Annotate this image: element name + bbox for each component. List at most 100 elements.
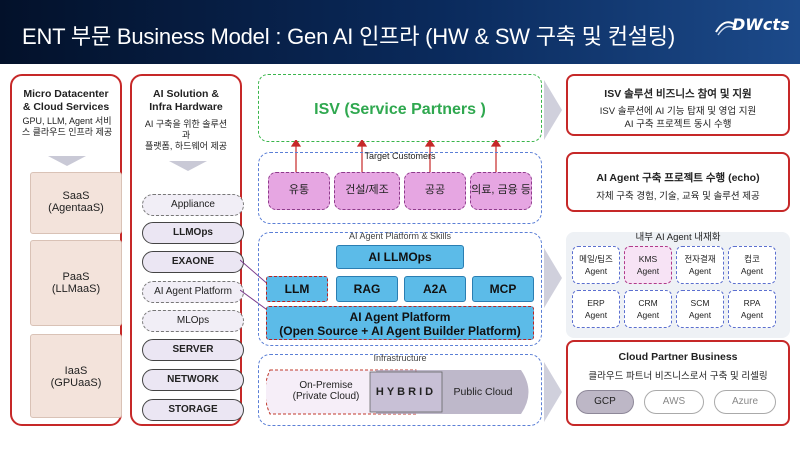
saas-sub: (AgentaaS) — [48, 202, 104, 214]
stack-server: SERVER — [142, 339, 244, 361]
iaas-name: IaaS — [64, 365, 88, 377]
panel-title: Micro Datacenter — [23, 88, 109, 100]
on-premise-label: On-Premise (Private Cloud) — [286, 380, 366, 402]
agent-erp-l2: Agent — [584, 310, 608, 320]
company-logo-text: DWcts — [732, 15, 790, 34]
agent-compco-l1: 컴코 — [744, 254, 760, 264]
isv-business-line1: ISV 솔루션에 AI 기능 탑재 및 영업 지원 — [599, 106, 757, 117]
saas-layer: SaaS (AgentaaS) — [30, 172, 122, 234]
infrastructure-box: Infrastructure — [258, 353, 542, 426]
ai-solution-panel: AI Solution & Infra Hardware AI 구축을 위한 솔… — [130, 74, 244, 426]
micro-datacenter-panel: Micro Datacenter & Cloud Services GPU, L… — [10, 74, 122, 426]
llmops-block: AI LLMOps — [336, 245, 464, 269]
agent-mail-l2: Agent — [584, 266, 608, 276]
company-logo-icon — [715, 21, 735, 36]
skill-a2a: A2A — [404, 276, 466, 302]
agent-rpa-l2: Agent — [740, 310, 764, 320]
ai-agent-platform-block: AI Agent Platform (Open Source + AI Agen… — [266, 306, 534, 340]
down-chevron-icon — [48, 156, 86, 166]
public-cloud-label: Public Cloud — [453, 386, 513, 398]
connector-lines — [240, 259, 271, 313]
agent-project-box: AI Agent 구축 프로젝트 수행 (echo) 자체 구축 경험, 기술,… — [566, 152, 790, 212]
solution-title-2: Infra Hardware — [149, 101, 223, 113]
customer-medical-finance: 의료, 금융 등 — [470, 172, 532, 210]
stack-mlops: MLOps — [142, 310, 244, 332]
partner-gcp: GCP — [576, 390, 634, 414]
platform-skills-label: AI Agent Platform & Skills — [348, 231, 452, 241]
paas-name: PaaS — [62, 271, 90, 283]
agent-compco-l2: Agent — [740, 266, 764, 276]
right-chevron-icon — [544, 362, 562, 422]
target-customers-label: Target Customers — [364, 151, 436, 161]
agent-scm-l2: Agent — [688, 310, 712, 320]
platform-line2: (Open Source + AI Agent Builder Platform… — [279, 324, 521, 338]
agent-crm: CRM Agent — [624, 290, 672, 328]
agent-scm: SCM Agent — [676, 290, 724, 328]
internal-agents-label: 내부 AI Agent 내재화 — [635, 232, 721, 243]
agent-mail: 메일/팀즈 Agent — [572, 246, 620, 284]
platform-line1: AI Agent Platform — [349, 310, 451, 324]
stack-ai-agent-platform: AI Agent Platform — [142, 281, 244, 303]
agent-erp-l1: ERP — [587, 298, 605, 308]
agent-crm-l1: CRM — [638, 298, 658, 308]
iaas-layer: IaaS (GPUaaS) — [30, 334, 122, 418]
infrastructure-shape — [266, 369, 529, 415]
agent-project-desc: 자체 구축 경험, 기술, 교육 및 솔루션 제공 — [596, 191, 760, 202]
agent-kms-l2: Agent — [636, 266, 660, 276]
solution-desc-2: 과 — [181, 130, 191, 140]
hybrid-label: HYBRID — [375, 386, 437, 398]
saas-name: SaaS — [62, 190, 90, 202]
cloud-partner-title: Cloud Partner Business — [618, 351, 738, 363]
agent-crm-l2: Agent — [636, 310, 660, 320]
agent-mail-l1: 메일/팀즈 — [579, 254, 613, 264]
agent-kms-l1: KMS — [638, 254, 658, 264]
isv-business-box: ISV 솔루션 비즈니스 참여 및 지원 ISV 솔루션에 AI 기능 탑재 및… — [566, 74, 790, 136]
agent-kms: KMS Agent — [624, 246, 672, 284]
stack-storage: STORAGE — [142, 399, 244, 421]
partner-azure: Azure — [714, 390, 776, 414]
header-bar: ENT 부문 Business Model : Gen AI 인프라 (HW &… — [0, 0, 800, 64]
partner-aws: AWS — [644, 390, 704, 414]
agent-approval-l1: 전자결재 — [684, 254, 716, 264]
agent-approval: 전자결재 Agent — [676, 246, 724, 284]
stack-network: NETWORK — [142, 369, 244, 391]
solution-desc-3: 플랫폼, 하드웨어 제공 — [144, 141, 228, 151]
customer-retail: 유통 — [268, 172, 330, 210]
paas-layer: PaaS (LLMaaS) — [30, 240, 122, 326]
right-chevron-icon — [544, 80, 562, 140]
customer-public: 공공 — [404, 172, 466, 210]
panel-desc: GPU, LLM, Agent 서비스 클라우드 인프라 제공 — [21, 116, 113, 137]
isv-box: ISV (Service Partners ) — [258, 74, 542, 142]
stack-llmops: LLMOps — [142, 222, 244, 244]
infrastructure-label: Infrastructure — [373, 353, 427, 363]
isv-business-line2: AI 구축 프로젝트 동시 수행 — [624, 119, 732, 130]
platform-skills-box: AI Agent Platform & Skills — [258, 231, 542, 346]
agent-scm-l1: SCM — [690, 298, 710, 308]
customer-construction: 건설/제조 — [334, 172, 400, 210]
up-arrows — [290, 140, 502, 174]
paas-sub: (LLMaaS) — [51, 283, 101, 295]
skill-mcp: MCP — [472, 276, 534, 302]
agent-erp: ERP Agent — [572, 290, 620, 328]
cloud-partner-desc: 클라우드 파트너 비즈니스로서 구축 및 리셀링 — [588, 371, 768, 382]
skill-rag: RAG — [336, 276, 398, 302]
stack-appliance: Appliance — [142, 194, 244, 216]
solution-title: AI Solution & — [153, 88, 219, 100]
down-chevron-icon — [169, 161, 207, 171]
target-customers-box: Target Customers — [258, 151, 542, 224]
agent-rpa: RPA Agent — [728, 290, 776, 328]
agent-compco: 컴코 Agent — [728, 246, 776, 284]
stack-exaone: EXAONE — [142, 251, 244, 273]
isv-label: ISV (Service Partners ) — [314, 101, 486, 118]
iaas-sub: (GPUaaS) — [50, 377, 102, 389]
panel-title-2: & Cloud Services — [22, 101, 110, 113]
solution-desc: AI 구축을 위한 솔루션 — [144, 119, 228, 129]
on-premise-line2: (Private Cloud) — [292, 391, 360, 402]
isv-business-title: ISV 솔루션 비즈니스 참여 및 지원 — [604, 88, 752, 100]
agent-approval-l2: Agent — [688, 266, 712, 276]
skill-llm: LLM — [266, 276, 328, 302]
agent-project-title: AI Agent 구축 프로젝트 수행 (echo) — [596, 172, 760, 184]
agent-rpa-l1: RPA — [743, 298, 761, 308]
page-title: ENT 부문 Business Model : Gen AI 인프라 (HW &… — [22, 24, 675, 49]
right-chevron-icon — [544, 248, 562, 308]
